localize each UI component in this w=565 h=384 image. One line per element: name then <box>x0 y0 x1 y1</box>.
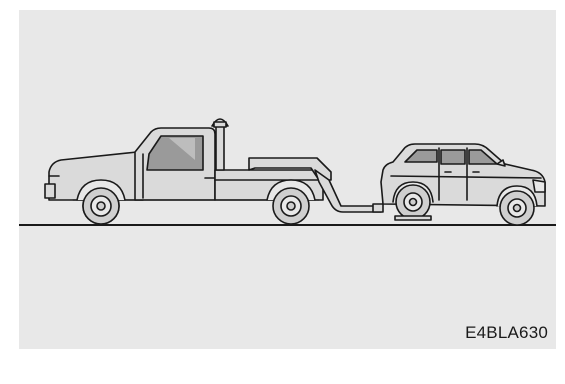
towed-suv-icon <box>381 144 545 225</box>
illustration-panel: E4BLA630 <box>19 10 556 349</box>
figure-code-label: E4BLA630 <box>465 323 548 343</box>
tow-truck-illustration <box>19 10 556 349</box>
tow-truck-icon <box>45 119 383 224</box>
